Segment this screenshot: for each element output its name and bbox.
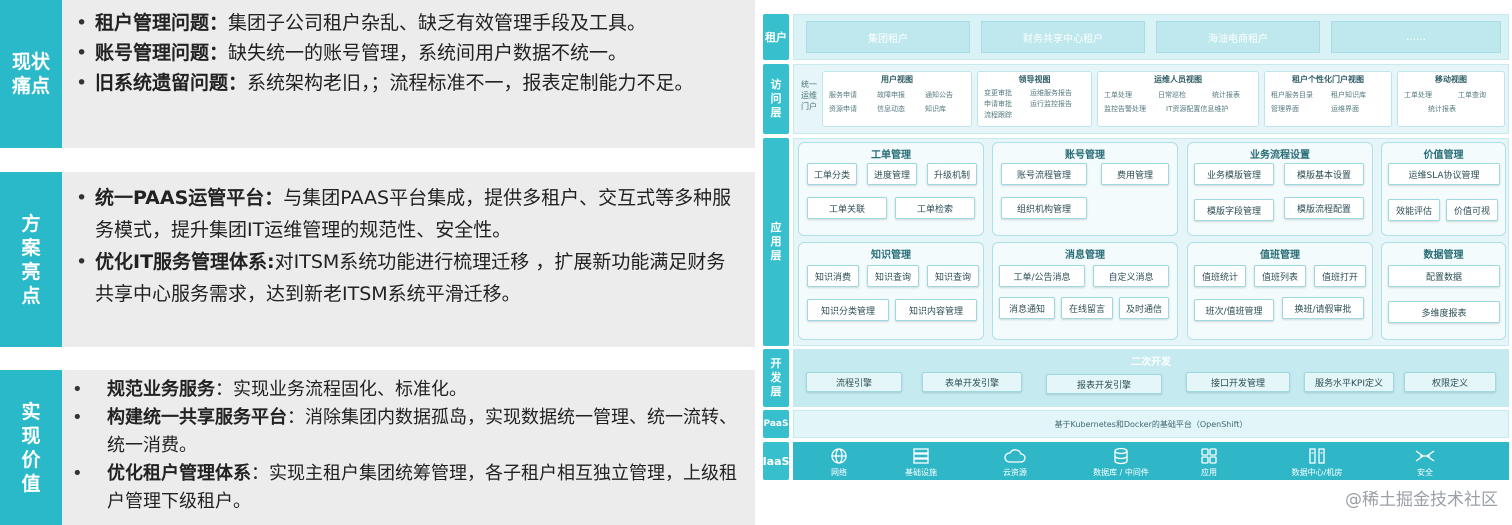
layer-label-dev: 开发层 bbox=[763, 349, 789, 407]
dev-title: 二次开发 bbox=[1131, 357, 1171, 368]
chip: 知识内容管理 bbox=[895, 299, 977, 321]
chip: 工单关联 bbox=[807, 197, 887, 219]
group-data: 数据管理 配置数据 多维度报表 bbox=[1381, 242, 1506, 340]
chip: 知识分类管理 bbox=[807, 299, 889, 321]
list-item: 构建统一共享服务平台：消除集团内数据孤岛，实现数据统一管理、统一流转、统一消费。 bbox=[62, 404, 739, 460]
chip: 费用管理 bbox=[1101, 163, 1169, 185]
chip: 表单开发引擎 bbox=[922, 372, 1022, 392]
list-item: 规范业务服务：实现业务流程固化、标准化。 bbox=[62, 376, 739, 404]
chip: 值班列表 bbox=[1254, 265, 1306, 287]
layer-label-iaas: IaaS bbox=[763, 442, 789, 480]
server-icon: 基础设施 bbox=[876, 447, 966, 478]
layer-label-app: 应用层 bbox=[763, 138, 789, 346]
chip: 知识查询 bbox=[927, 265, 979, 287]
chip: 模版基本设置 bbox=[1284, 163, 1364, 185]
section-panel-value: 规范业务服务：实现业务流程固化、标准化。 构建统一共享服务平台：消除集团内数据孤… bbox=[62, 370, 755, 525]
architecture-diagram: 租户 集团租户 财务共享中心租户 海油电商租户 …… 访问层 统一运维门户 用户… bbox=[761, 14, 1509, 488]
tenant-box: 集团租户 bbox=[806, 21, 970, 53]
tenant-box: 财务共享中心租户 bbox=[981, 21, 1145, 53]
chip: 在线留言 bbox=[1061, 297, 1113, 319]
tenant-box: …… bbox=[1331, 21, 1501, 53]
chip: 账号流程管理 bbox=[1001, 163, 1087, 185]
datacenter-icon: 数据中心/机房 bbox=[1262, 447, 1372, 478]
chip: 运维SLA协议管理 bbox=[1388, 163, 1500, 185]
watermark: @稀土掘金技术社区 bbox=[1345, 490, 1498, 510]
chip: 工单检索 bbox=[895, 197, 975, 219]
chip: 多维度报表 bbox=[1388, 301, 1500, 323]
access-view-mobile: 移动视图 工单处理工单查询 统计报表 bbox=[1397, 71, 1505, 127]
section-panel-pain: 租户管理问题：集团子公司租户杂乱、缺乏有效管理手段及工具。 账号管理问题：缺失统… bbox=[62, 0, 755, 148]
portal-label: 统一运维门户 bbox=[801, 80, 817, 111]
section-tag-pain: 现状痛点 bbox=[0, 0, 62, 148]
chip: 值班打开 bbox=[1314, 265, 1366, 287]
group-process: 业务流程设置 业务模版管理 模版基本设置 模版字段管理 模版流程配置 bbox=[1187, 142, 1373, 236]
shield-icon: 安全 bbox=[1380, 447, 1470, 478]
highlight-list: 统一PAAS运管平台：与集团PAAS平台集成，提供多租户、交互式等多种服务模式，… bbox=[62, 182, 735, 310]
tenant-box: 海油电商租户 bbox=[1156, 21, 1320, 53]
group-account: 账号管理 账号流程管理 费用管理 组织机构管理 bbox=[992, 142, 1178, 236]
layer-label-tenant: 租户 bbox=[763, 14, 789, 60]
list-item: 统一PAAS运管平台：与集团PAAS平台集成，提供多租户、交互式等多种服务模式，… bbox=[62, 182, 735, 246]
access-view-tenant-portal: 租户个性化门户视图 租户服务目录租户知识库 管理界面运维界面 bbox=[1264, 71, 1392, 127]
group-value: 价值管理 运维SLA协议管理 效能评估 价值可视 bbox=[1381, 142, 1506, 236]
chip: 价值可视 bbox=[1446, 199, 1498, 221]
chip: 进度管理 bbox=[867, 163, 917, 185]
apps-icon: 应用 bbox=[1164, 447, 1254, 478]
list-item: 旧系统遗留问题：系统架构老旧，；流程标准不一，报表定制能力不足。 bbox=[62, 68, 755, 98]
chip: 组织机构管理 bbox=[1001, 197, 1087, 219]
database-icon: 数据库 / 中间件 bbox=[1066, 447, 1176, 478]
layer-label-access: 访问层 bbox=[763, 64, 789, 134]
group-duty: 值班管理 值班统计 值班列表 值班打开 班次/值班管理 换班/请假审批 bbox=[1187, 242, 1373, 340]
dev-row: 二次开发 流程引擎 表单开发引擎 报表开发引擎 接口开发管理 服务水平KPI定义… bbox=[793, 349, 1509, 407]
app-row: 工单管理 工单分类 进度管理 升级机制 工单关联 工单检索 账号管理 账号流程管… bbox=[793, 138, 1509, 346]
access-view-user: 用户视图 服务申请故障申报通知公告 资源申请信息动态知识库 bbox=[822, 71, 972, 127]
section-tag-value: 实现价值 bbox=[0, 370, 62, 525]
chip: 配置数据 bbox=[1388, 265, 1500, 287]
value-list: 规范业务服务：实现业务流程固化、标准化。 构建统一共享服务平台：消除集团内数据孤… bbox=[62, 376, 739, 516]
chip: 班次/值班管理 bbox=[1194, 299, 1274, 321]
list-item: 优化租户管理体系：实现主租户集团统筹管理，各子租户相互独立管理，上级租户管理下级… bbox=[62, 460, 739, 516]
chip: 工单/公告消息 bbox=[999, 265, 1085, 287]
chip: 接口开发管理 bbox=[1186, 372, 1290, 392]
section-tag-highlight: 方案亮点 bbox=[0, 172, 62, 347]
group-message: 消息管理 工单/公告消息 自定义消息 消息通知 在线留言 及时通信 bbox=[992, 242, 1178, 340]
paas-row: 基于Kubernetes和Docker的基础平台（OpenShift） bbox=[793, 410, 1509, 438]
globe-icon: 网络 bbox=[794, 447, 884, 478]
list-item: 账号管理问题：缺失统一的账号管理，系统间用户数据不统一。 bbox=[62, 38, 755, 68]
group-ticket: 工单管理 工单分类 进度管理 升级机制 工单关联 工单检索 bbox=[798, 142, 984, 236]
list-item: 租户管理问题：集团子公司租户杂乱、缺乏有效管理手段及工具。 bbox=[62, 8, 755, 38]
chip: 及时通信 bbox=[1119, 297, 1169, 319]
group-knowledge: 知识管理 知识消费 知识查询 知识查询 知识分类管理 知识内容管理 bbox=[798, 242, 984, 340]
layer-label-paas: PaaS bbox=[763, 410, 789, 438]
chip: 工单分类 bbox=[807, 163, 857, 185]
section-panel-highlight: 统一PAAS运管平台：与集团PAAS平台集成，提供多租户、交互式等多种服务模式，… bbox=[62, 172, 755, 347]
chip: 知识消费 bbox=[807, 265, 859, 287]
cloud-icon: 云资源 bbox=[970, 447, 1060, 478]
chip: 报表开发引擎 bbox=[1046, 374, 1162, 394]
paas-text: 基于Kubernetes和Docker的基础平台（OpenShift） bbox=[1054, 420, 1248, 429]
chip: 业务模版管理 bbox=[1194, 163, 1274, 185]
chip: 值班统计 bbox=[1194, 265, 1246, 287]
tenant-row: 集团租户 财务共享中心租户 海油电商租户 …… bbox=[793, 14, 1509, 60]
chip: 知识查询 bbox=[867, 265, 919, 287]
chip: 自定义消息 bbox=[1093, 265, 1169, 287]
chip: 权限定义 bbox=[1404, 372, 1496, 392]
chip: 升级机制 bbox=[927, 163, 977, 185]
chip: 模版字段管理 bbox=[1194, 199, 1274, 221]
chip: 消息通知 bbox=[999, 297, 1055, 319]
access-view-leader: 领导视图 变更审批运维服务报告 申请审批运行监控报告 流程跟踪 bbox=[977, 71, 1092, 127]
pain-list: 租户管理问题：集团子公司租户杂乱、缺乏有效管理手段及工具。 账号管理问题：缺失统… bbox=[62, 8, 755, 98]
list-item: 优化IT服务管理体系:对ITSM系统功能进行梳理迁移 ，扩展新功能满足财务共享中… bbox=[62, 246, 735, 310]
chip: 换班/请假审批 bbox=[1282, 297, 1364, 319]
chip: 效能评估 bbox=[1388, 199, 1440, 221]
chip: 模版流程配置 bbox=[1284, 197, 1364, 219]
access-row: 统一运维门户 用户视图 服务申请故障申报通知公告 资源申请信息动态知识库 领导视… bbox=[793, 64, 1509, 134]
chip: 流程引擎 bbox=[806, 372, 902, 392]
iaas-row: 网络 基础设施 云资源 数据库 / 中间件 应用 数据中心/机房 安全 bbox=[793, 442, 1509, 480]
chip: 服务水平KPI定义 bbox=[1304, 372, 1394, 392]
